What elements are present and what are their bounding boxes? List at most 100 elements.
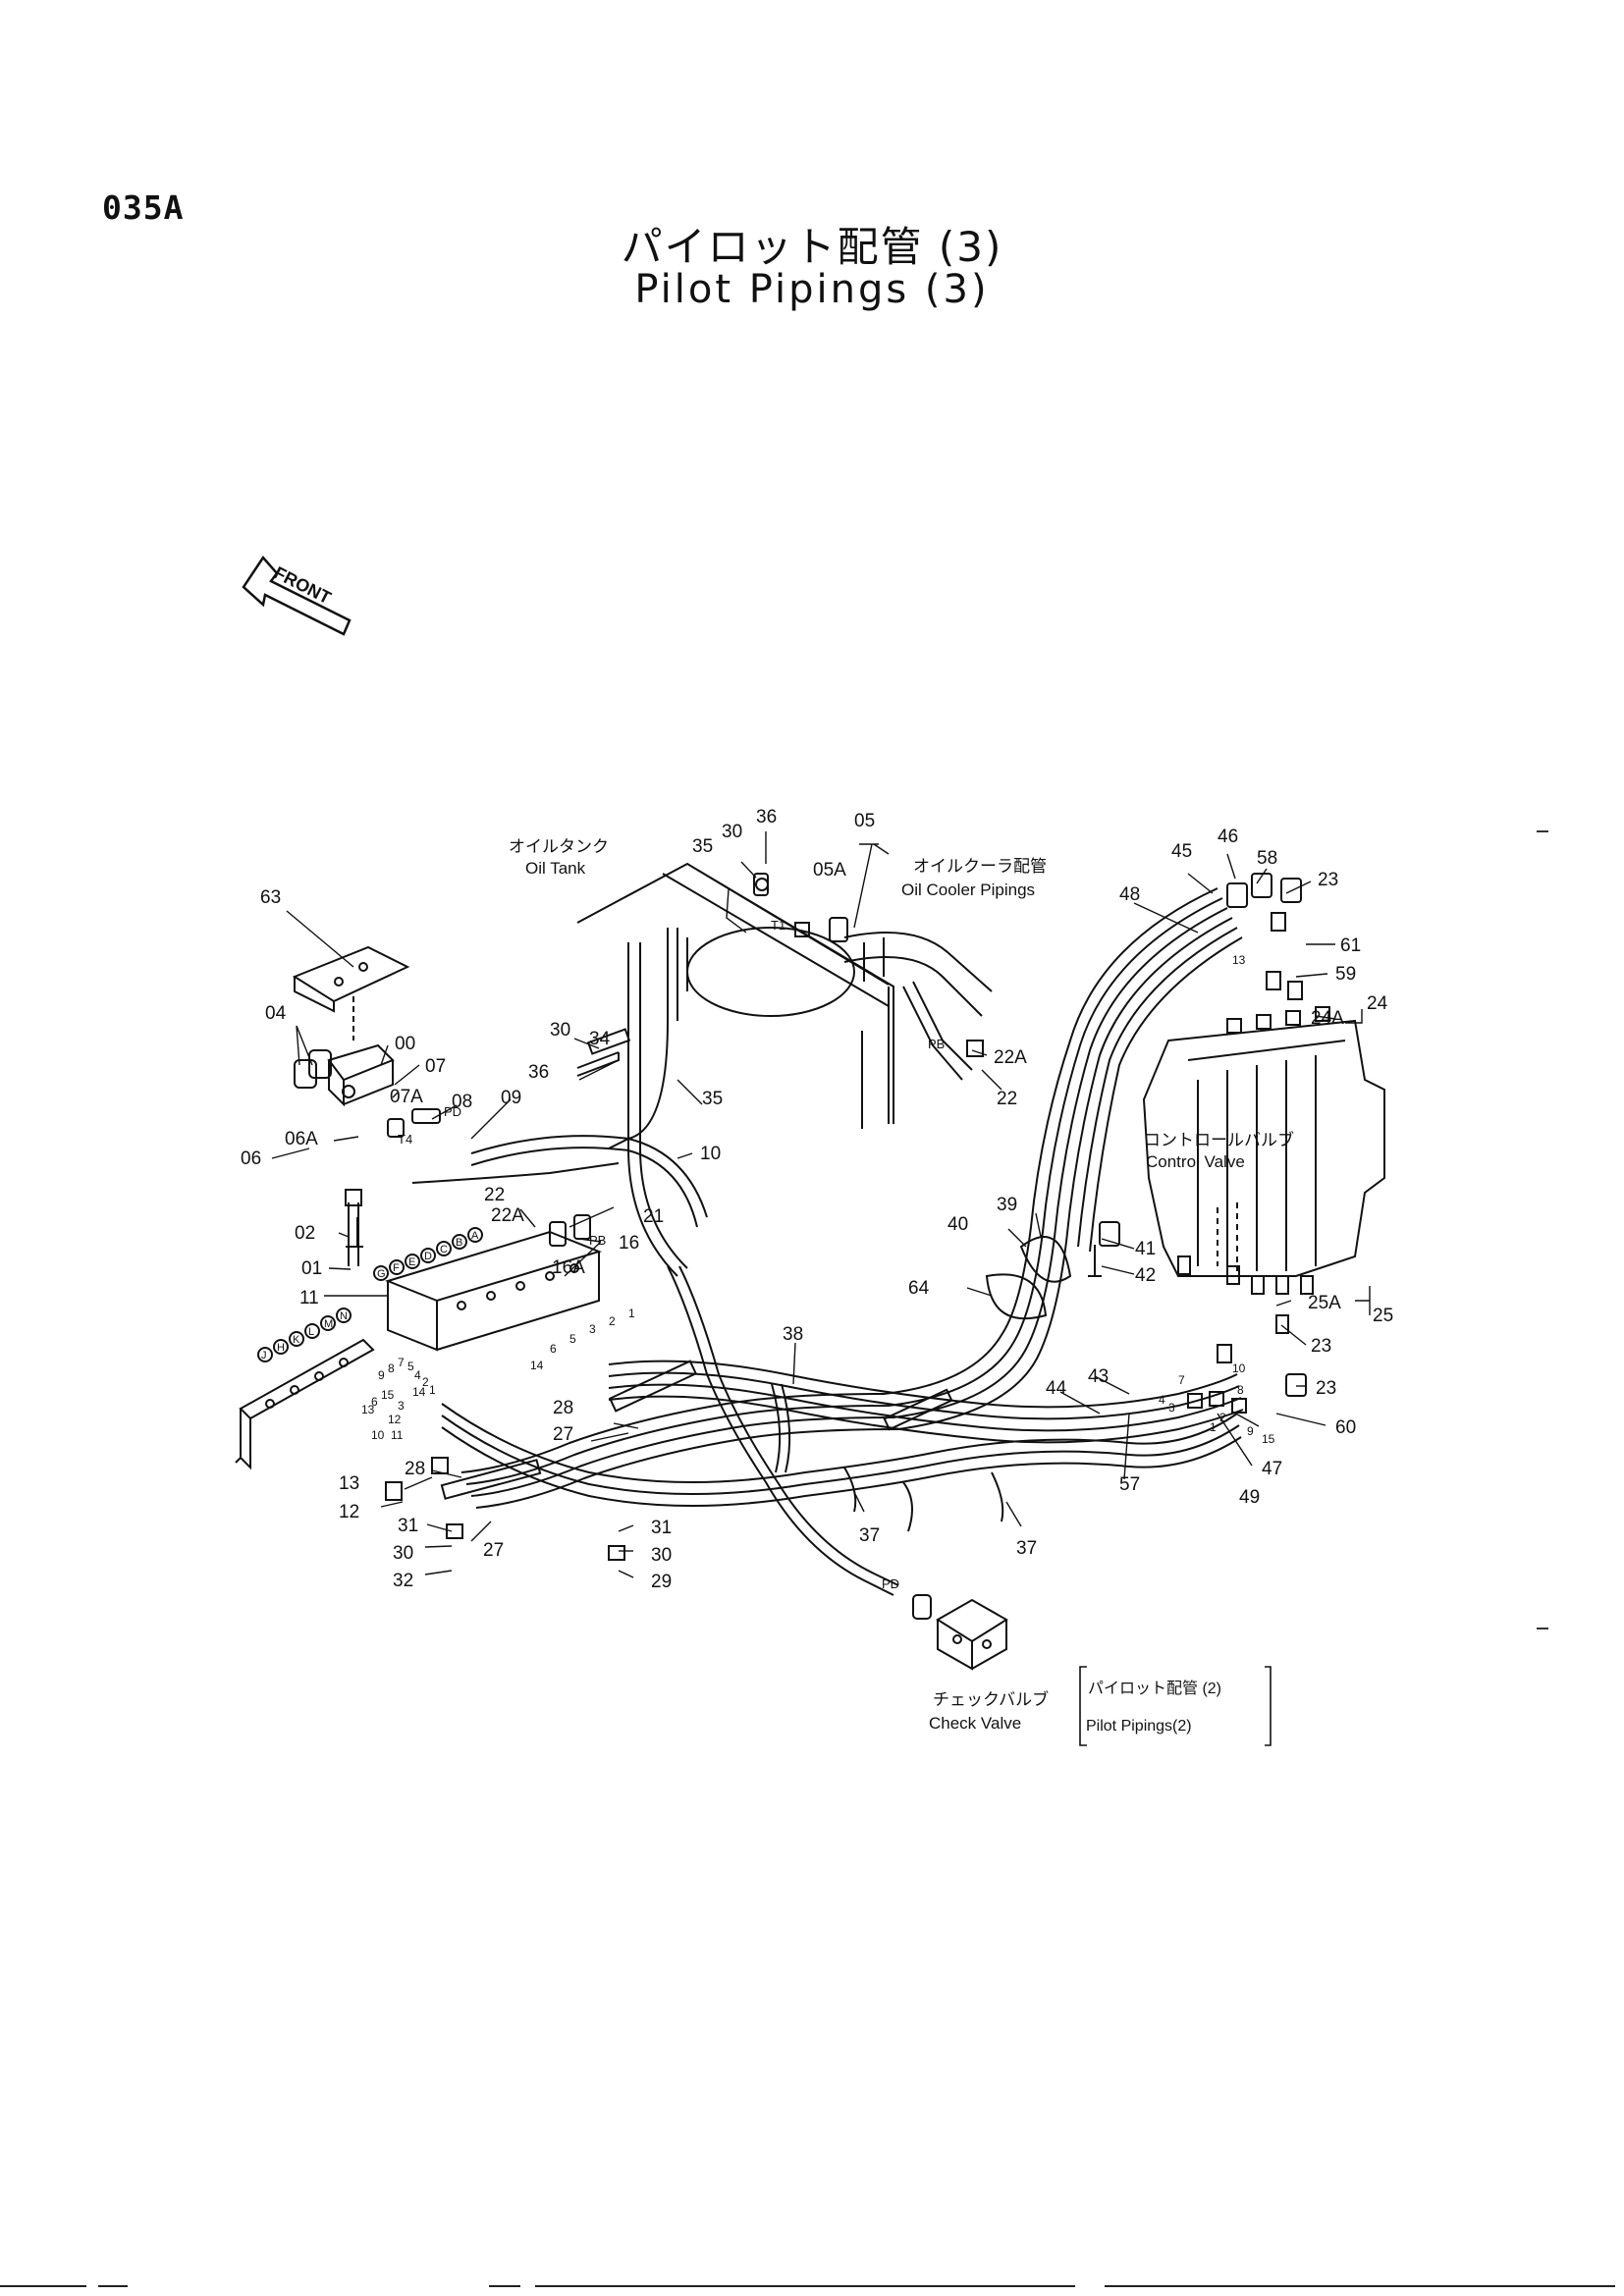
- hose-tag: 7: [1178, 1373, 1185, 1387]
- part-label: 05A: [813, 860, 846, 881]
- port-letter: J: [261, 1350, 267, 1362]
- part-label: 39: [997, 1195, 1017, 1215]
- part-label: 11: [299, 1288, 319, 1308]
- footer-rule: [0, 2285, 86, 2287]
- hose-tag: 1: [1210, 1420, 1217, 1434]
- port-letter: H: [277, 1342, 285, 1354]
- mounting-bracket: [235, 1338, 375, 1470]
- reference-bracket: [1079, 1666, 1272, 1746]
- port-letter: L: [308, 1326, 314, 1338]
- port-letter: G: [377, 1268, 386, 1280]
- port-mark: PB: [589, 1233, 606, 1248]
- port-letter: F: [393, 1262, 400, 1274]
- hose-tag: 2: [1219, 1411, 1226, 1424]
- part-label: 36: [528, 1062, 549, 1083]
- hose-tag: 11: [391, 1428, 404, 1442]
- part-label: 59: [1335, 964, 1356, 985]
- port-letter: E: [408, 1256, 415, 1268]
- part-label: 25A: [1308, 1293, 1341, 1313]
- oil-cooler-jp: オイルクーラ配管: [913, 857, 1047, 876]
- footer-rule: [535, 2285, 1075, 2287]
- pilot-hose-bundle: [411, 887, 1244, 1596]
- hose-tag: 14: [530, 1359, 544, 1372]
- fittings: [345, 873, 1307, 1561]
- part-label: 43: [1088, 1366, 1109, 1387]
- part-label: 24A: [1311, 1008, 1344, 1029]
- part-label: 06A: [285, 1129, 318, 1149]
- oil-tank: [576, 862, 894, 1149]
- part-label: 49: [1239, 1487, 1260, 1508]
- part-label: 30: [651, 1545, 672, 1566]
- part-label: 22A: [491, 1205, 524, 1226]
- page-title-english: Pilot Pipings (3): [634, 267, 990, 312]
- oil-cooler-piping: [843, 932, 993, 1081]
- hose-tag: 3: [1168, 1401, 1175, 1415]
- hose-tag: 4: [1159, 1393, 1165, 1407]
- hose-tag: 8: [388, 1362, 395, 1375]
- part-label: 27: [483, 1540, 504, 1561]
- part-label: 60: [1335, 1417, 1356, 1438]
- oil-cooler-en: Oil Cooler Pipings: [901, 881, 1035, 899]
- part-label: 16A: [552, 1257, 585, 1278]
- part-label: 44: [1046, 1378, 1067, 1399]
- part-label: 34: [589, 1029, 611, 1049]
- hose-clamps: [440, 1236, 1072, 1532]
- footer-rule: [1105, 2285, 1615, 2287]
- part-label: 37: [1016, 1538, 1037, 1559]
- hose-tag: 14: [412, 1385, 426, 1399]
- part-label: 37: [859, 1525, 880, 1546]
- labels: オイルタンク Oil Tank オイルクーラ配管 Oil Cooler Pipi…: [241, 807, 1393, 1735]
- hose-tag: 3: [398, 1399, 405, 1413]
- part-label: 29: [651, 1572, 672, 1592]
- hose-tag: 15: [1262, 1432, 1275, 1446]
- part-label: 23: [1311, 1336, 1331, 1357]
- part-label: 23: [1316, 1378, 1336, 1399]
- hose-tag: 13: [1232, 953, 1246, 967]
- hose-tag: 5: [569, 1332, 576, 1346]
- hose-tag: 3: [589, 1322, 596, 1336]
- port-letter: D: [424, 1251, 432, 1262]
- solenoid-valve: [294, 1043, 395, 1107]
- part-label: 22: [484, 1185, 505, 1205]
- part-label: 41: [1135, 1239, 1156, 1259]
- control-valve-en: Control Valve: [1146, 1152, 1245, 1171]
- manifold-block: [384, 1230, 603, 1352]
- part-label: 48: [1119, 884, 1140, 905]
- part-label: 30: [393, 1543, 413, 1564]
- page-title-japanese: パイロット配管 (3): [621, 223, 1003, 271]
- part-label: 28: [405, 1459, 425, 1479]
- pilot-ref-jp: パイロット配管 (2): [1088, 1680, 1221, 1697]
- part-label: 04: [265, 1003, 287, 1024]
- leader-lines: [271, 831, 1371, 1578]
- margin-tick: [1537, 1628, 1548, 1629]
- part-label: 31: [651, 1518, 672, 1538]
- part-label: 13: [339, 1473, 359, 1494]
- part-label: 35: [692, 836, 713, 857]
- hose-tag: 15: [381, 1388, 395, 1402]
- hose-tag: 6: [550, 1342, 557, 1356]
- hose-tag: 10: [1232, 1362, 1246, 1375]
- part-label: 42: [1135, 1265, 1156, 1286]
- part-label: 09: [501, 1088, 521, 1108]
- part-label: 28: [553, 1398, 573, 1418]
- part-label: 01: [301, 1258, 322, 1279]
- port-letter: M: [324, 1318, 333, 1330]
- part-label: 38: [783, 1324, 803, 1345]
- part-label: 63: [260, 887, 281, 908]
- part-label: 12: [339, 1502, 359, 1522]
- hose-tag: 1: [429, 1383, 436, 1397]
- part-label: 35: [702, 1089, 723, 1109]
- part-label: 30: [550, 1020, 570, 1041]
- part-label: 00: [395, 1034, 415, 1054]
- check-valve-jp: チェックバルブ: [933, 1689, 1049, 1709]
- part-label: 07A: [390, 1087, 423, 1107]
- pilot-ref-en: Pilot Pipings(2): [1086, 1718, 1192, 1735]
- part-label: 36: [756, 807, 777, 828]
- oil-tank-jp: オイルタンク: [509, 837, 609, 856]
- check-valve-block: [912, 1594, 1008, 1671]
- part-label: 16: [619, 1233, 639, 1254]
- port-letter: N: [340, 1310, 348, 1322]
- control-valve: [1142, 1006, 1385, 1295]
- part-label: 40: [947, 1214, 968, 1235]
